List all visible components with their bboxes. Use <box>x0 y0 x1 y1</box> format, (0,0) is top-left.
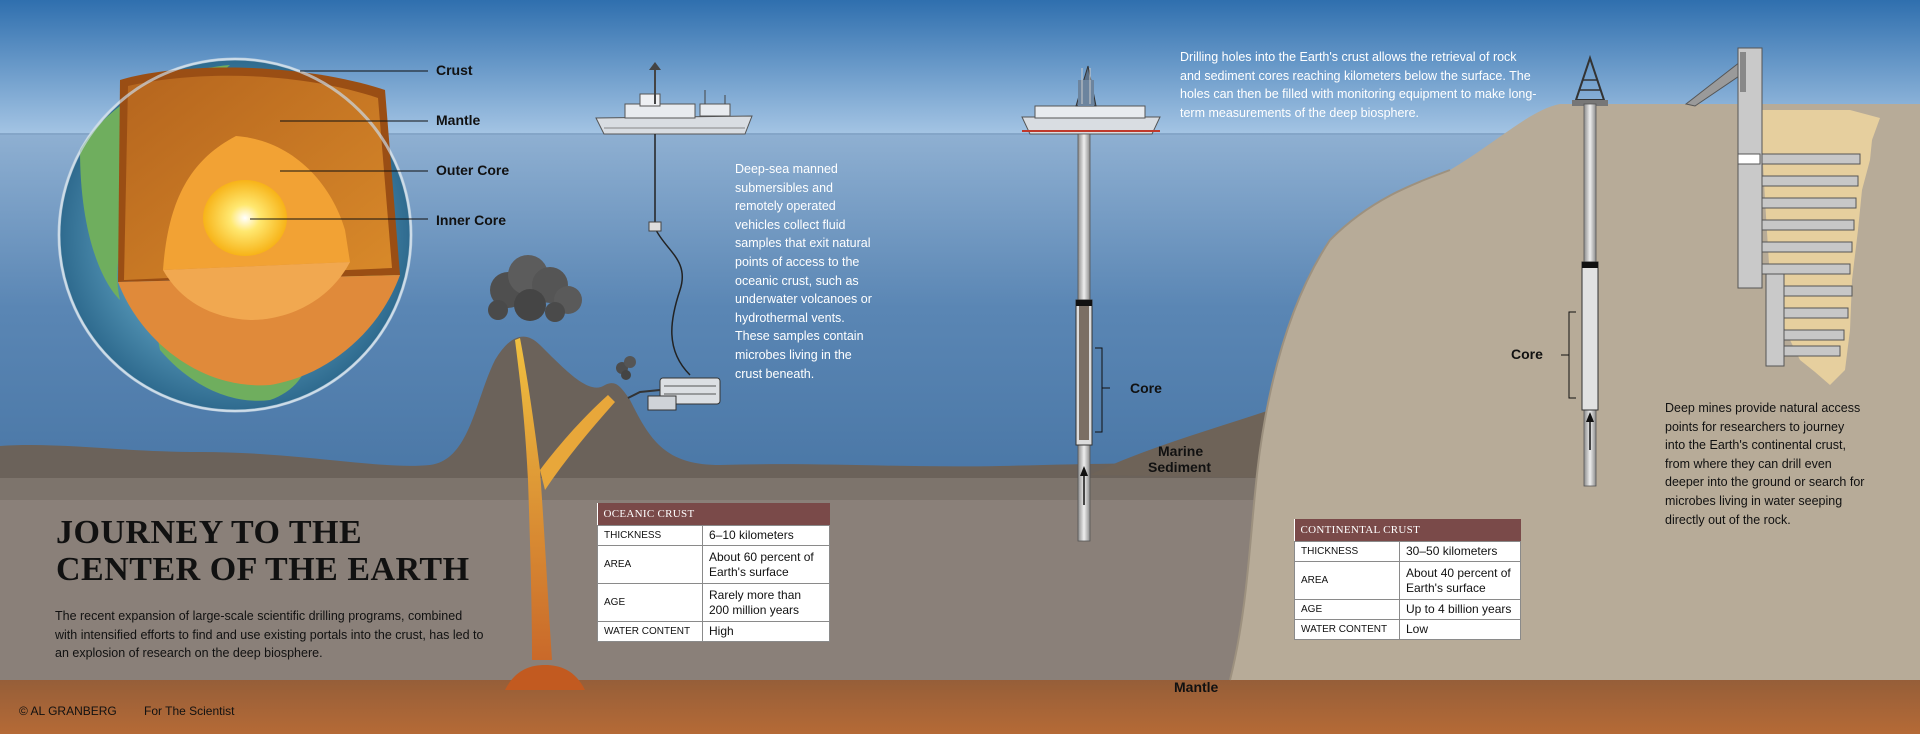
oceanic-value: High <box>702 621 830 642</box>
vent-smoke <box>616 356 636 380</box>
label-core-land: Core <box>1511 346 1543 362</box>
oceanic-key: WATER CONTENT <box>597 621 703 642</box>
continental-value: 30–50 kilometers <box>1399 541 1521 562</box>
table-row: AGE Up to 4 billion years <box>1294 599 1521 620</box>
label-inner-core: Inner Core <box>436 212 507 228</box>
table-row: WATER CONTENT Low <box>1294 619 1521 640</box>
table-row: WATER CONTENT High <box>597 621 830 642</box>
page-title: JOURNEY TO THE CENTER OF THE EARTH <box>56 514 470 588</box>
marine-sediment <box>1090 410 1300 478</box>
magma-pool <box>505 665 585 690</box>
credit-publication: For The Scientist <box>144 704 235 718</box>
label-mantle: Mantle <box>1174 679 1219 695</box>
label-core-ocean: Core <box>1130 380 1162 396</box>
continental-key: AREA <box>1294 561 1400 600</box>
continental-edge <box>1229 169 1451 681</box>
title-line-1: JOURNEY TO THE <box>56 514 363 551</box>
table-row: AGE Rarely more than 200 million years <box>597 583 830 622</box>
table-row: THICKNESS 30–50 kilometers <box>1294 541 1521 562</box>
oceanic-value: Rarely more than 200 million years <box>702 583 830 622</box>
rov-tether <box>654 134 691 376</box>
core-bracket-ocean <box>1095 347 1103 433</box>
page-subtitle: The recent expansion of large-scale scie… <box>55 609 484 661</box>
oceanic-value: About 60 percent of Earth's surface <box>702 545 830 584</box>
label-mantle-layer: Mantle <box>436 112 481 128</box>
label-marine-line2: Sediment <box>1148 459 1212 475</box>
oceanic-crust-table: OCEANIC CRUST THICKNESS 6–10 kilometers … <box>597 503 830 642</box>
title-line-2: CENTER OF THE EARTH <box>56 551 470 588</box>
continental-key: WATER CONTENT <box>1294 619 1400 640</box>
ocean-drill-pipe <box>1075 133 1093 542</box>
oceanic-key: AREA <box>597 545 703 584</box>
cutaway-base <box>118 275 400 386</box>
continental-value: About 40 percent of Earth's surface <box>1399 561 1521 600</box>
table-row: THICKNESS 6–10 kilometers <box>597 525 830 546</box>
continental-key: AGE <box>1294 599 1400 620</box>
continental-table-header: CONTINENTAL CRUST <box>1294 519 1521 542</box>
caption-drilling: Drilling holes into the Earth's crust al… <box>1180 50 1537 120</box>
land-drill-rig <box>1572 54 1608 487</box>
table-row: AREA About 60 percent of Earth's surface <box>597 545 830 584</box>
seafloor-shadow <box>0 478 1320 500</box>
globe-leader-lines <box>250 70 428 220</box>
caption-submersibles: Deep-sea manned submersibles and remotel… <box>735 162 872 381</box>
drill-ship <box>1021 65 1161 135</box>
label-outer-core: Outer Core <box>436 162 510 178</box>
volcano-smoke <box>488 255 582 322</box>
table-row: AREA About 40 percent of Earth's surface <box>1294 561 1521 600</box>
continental-value: Low <box>1399 619 1521 640</box>
magma-conduit <box>515 338 552 660</box>
research-ship <box>595 62 753 135</box>
label-crust: Crust <box>436 62 473 78</box>
credit-artist: © AL GRANBERG <box>19 704 117 718</box>
oceanic-value: 6–10 kilometers <box>702 525 830 546</box>
continental-value: Up to 4 billion years <box>1399 599 1521 620</box>
tether-float <box>648 221 662 232</box>
earth-globe <box>57 57 413 413</box>
continental-crust-table: CONTINENTAL CRUST THICKNESS 30–50 kilome… <box>1294 519 1521 640</box>
mine-structure <box>1684 47 1861 367</box>
magma-branch <box>540 395 615 490</box>
cutaway-inner-core <box>203 180 287 256</box>
label-marine-line1: Marine <box>1158 443 1204 459</box>
caption-mines: Deep mines provide natural access points… <box>1665 401 1865 527</box>
oceanic-table-header: OCEANIC CRUST <box>597 503 830 526</box>
oceanic-key: THICKNESS <box>597 525 703 546</box>
continental-key: THICKNESS <box>1294 541 1400 562</box>
oceanic-key: AGE <box>597 583 703 622</box>
rov-vehicle <box>627 377 721 411</box>
